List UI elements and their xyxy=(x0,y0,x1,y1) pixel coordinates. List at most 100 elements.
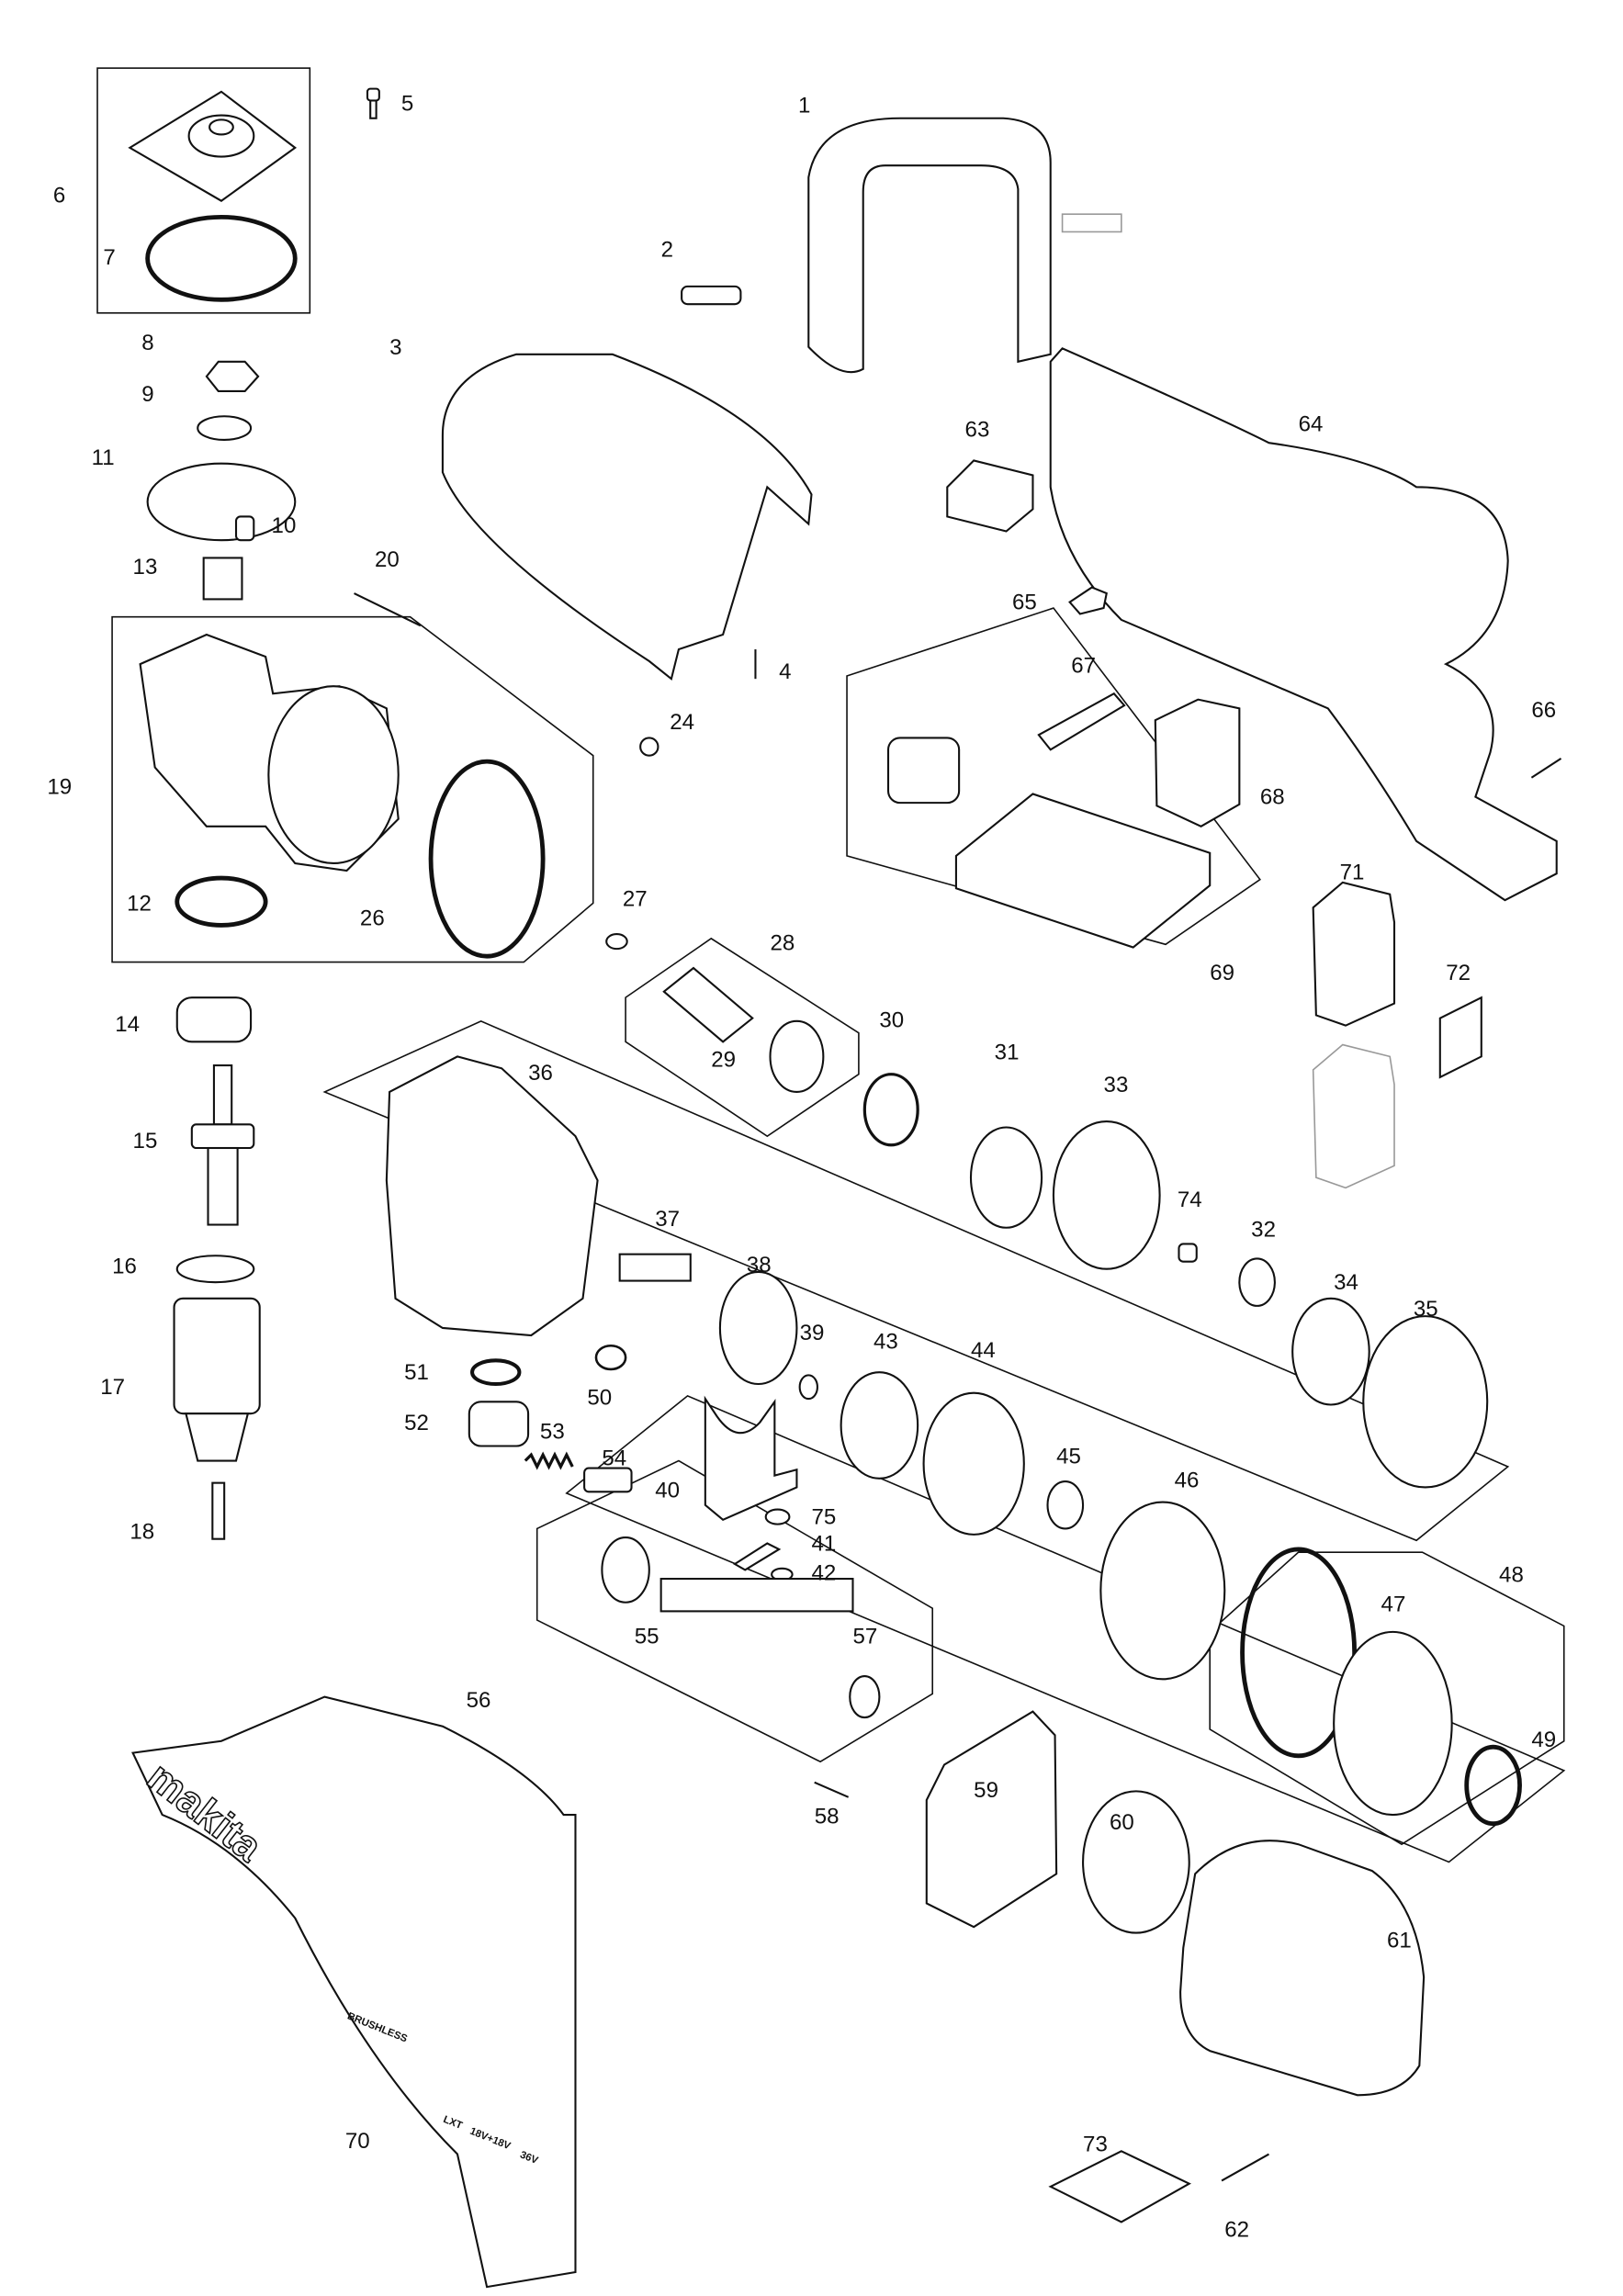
part-33-internal-gear xyxy=(1052,1120,1161,1270)
label-50: 50 xyxy=(587,1386,612,1411)
label-9: 9 xyxy=(141,382,153,407)
part-59-baffle-plate xyxy=(925,1710,1058,1929)
label-16: 16 xyxy=(112,1255,137,1279)
label-70: 70 xyxy=(345,2129,370,2154)
part-26-o-ring xyxy=(428,759,546,959)
label-27: 27 xyxy=(623,887,648,912)
group-box-56 xyxy=(535,1459,934,1763)
part-67-slide-lever xyxy=(1037,692,1126,751)
label-14: 14 xyxy=(115,1012,140,1037)
label-65: 65 xyxy=(1012,591,1037,615)
group-box-48 xyxy=(1209,1551,1565,1846)
part-8-nut xyxy=(205,360,260,392)
label-33: 33 xyxy=(1104,1073,1129,1097)
part-74-needle-bearing xyxy=(1178,1243,1198,1263)
label-42: 42 xyxy=(812,1561,837,1586)
label-35: 35 xyxy=(1414,1297,1438,1322)
label-54: 54 xyxy=(602,1446,626,1470)
part-51-o-ring xyxy=(470,1358,522,1387)
part-72-label xyxy=(1438,996,1482,1079)
label-52: 52 xyxy=(404,1411,429,1435)
part-73-label xyxy=(1048,2150,1191,2223)
part-45-planet-gear xyxy=(1046,1480,1085,1530)
label-60: 60 xyxy=(1110,1810,1134,1835)
label-29: 29 xyxy=(711,1048,736,1073)
group-box-69 xyxy=(846,607,1261,946)
label-26: 26 xyxy=(360,906,385,930)
upper-left-parts xyxy=(128,87,659,1540)
part-6-gear-cover xyxy=(128,90,298,202)
label-15: 15 xyxy=(133,1129,158,1154)
group-boxes xyxy=(96,67,1566,1863)
label-63: 63 xyxy=(965,418,990,443)
part-19-gear-housing xyxy=(139,633,400,872)
part-71-terminal xyxy=(1312,881,1396,1027)
label-74: 74 xyxy=(1178,1187,1202,1212)
label-40: 40 xyxy=(655,1479,680,1503)
label-18: 18 xyxy=(130,1520,154,1545)
label-67: 67 xyxy=(1071,654,1096,679)
part-17-drill-chuck xyxy=(173,1297,261,1462)
part-54-lock-pin xyxy=(583,1467,633,1493)
part-16-ring xyxy=(175,1255,255,1284)
part-60-stator xyxy=(1082,1790,1190,1934)
label-45: 45 xyxy=(1056,1445,1081,1469)
part-28-pinion-gear xyxy=(662,966,754,1043)
label-71: 71 xyxy=(1340,861,1365,885)
label-66: 66 xyxy=(1531,698,1556,723)
label-51: 51 xyxy=(404,1360,429,1385)
part-49-o-ring xyxy=(1464,1744,1522,1827)
group-box-6 xyxy=(96,67,311,314)
part-69-controller xyxy=(954,793,1212,949)
label-73: 73 xyxy=(1083,2132,1108,2156)
part-31-spider xyxy=(969,1126,1043,1229)
part-48-bearing-box xyxy=(1333,1630,1453,1817)
part-44-internal-gear xyxy=(922,1391,1025,1536)
label-3: 3 xyxy=(389,335,401,360)
label-37: 37 xyxy=(655,1207,680,1232)
label-13: 13 xyxy=(133,555,158,580)
label-44: 44 xyxy=(971,1338,996,1363)
part-1-side-handle xyxy=(807,117,1052,374)
part-37-spindle xyxy=(618,1253,692,1282)
label-62: 62 xyxy=(1224,2217,1249,2242)
part-62-screw xyxy=(1221,2153,1269,2182)
part-65-lever xyxy=(1068,586,1108,615)
part-29-bearing xyxy=(769,1019,825,1094)
label-1: 1 xyxy=(798,93,810,118)
label-46: 46 xyxy=(1175,1468,1200,1492)
motor-parts xyxy=(131,1536,1426,2289)
label-41: 41 xyxy=(812,1532,837,1557)
part-5-bolt xyxy=(366,87,380,119)
part-52-selector xyxy=(468,1401,530,1447)
part-46-disk xyxy=(1099,1501,1226,1681)
part-50-retaining-ring xyxy=(594,1344,627,1371)
label-61: 61 xyxy=(1387,1929,1412,1953)
part-7-o-ring xyxy=(145,214,298,302)
part-66-screw xyxy=(1530,758,1562,779)
part-12-o-ring xyxy=(175,875,268,928)
part-40-bracket xyxy=(704,1395,798,1522)
part-63-switch-cover xyxy=(946,459,1034,533)
label-55: 55 xyxy=(635,1625,659,1649)
label-12: 12 xyxy=(127,891,152,916)
label-72: 72 xyxy=(1446,961,1471,985)
part-58-screw xyxy=(814,1781,850,1798)
part-34-carrier xyxy=(1291,1297,1370,1406)
label-7: 7 xyxy=(103,245,115,270)
label-31: 31 xyxy=(995,1041,1020,1065)
label-10: 10 xyxy=(272,513,297,538)
part-14-bearing xyxy=(175,996,253,1043)
part-71-terminal-ghost xyxy=(1312,1043,1395,1189)
label-4: 4 xyxy=(779,659,791,684)
part-38-ball-bearing xyxy=(718,1270,798,1386)
part-1-bolt-ghost xyxy=(1061,213,1122,233)
part-labels: 1 2 3 4 5 6 7 8 9 10 11 12 13 14 15 16 1… xyxy=(47,92,1556,2243)
part-53-spring xyxy=(524,1451,574,1470)
part-39-washer xyxy=(798,1374,818,1401)
label-8: 8 xyxy=(141,331,153,355)
label-64: 64 xyxy=(1299,411,1324,436)
group-box-gear-train xyxy=(322,1019,1510,1542)
part-2-bolt xyxy=(681,285,742,306)
group-box-19 xyxy=(111,615,594,963)
